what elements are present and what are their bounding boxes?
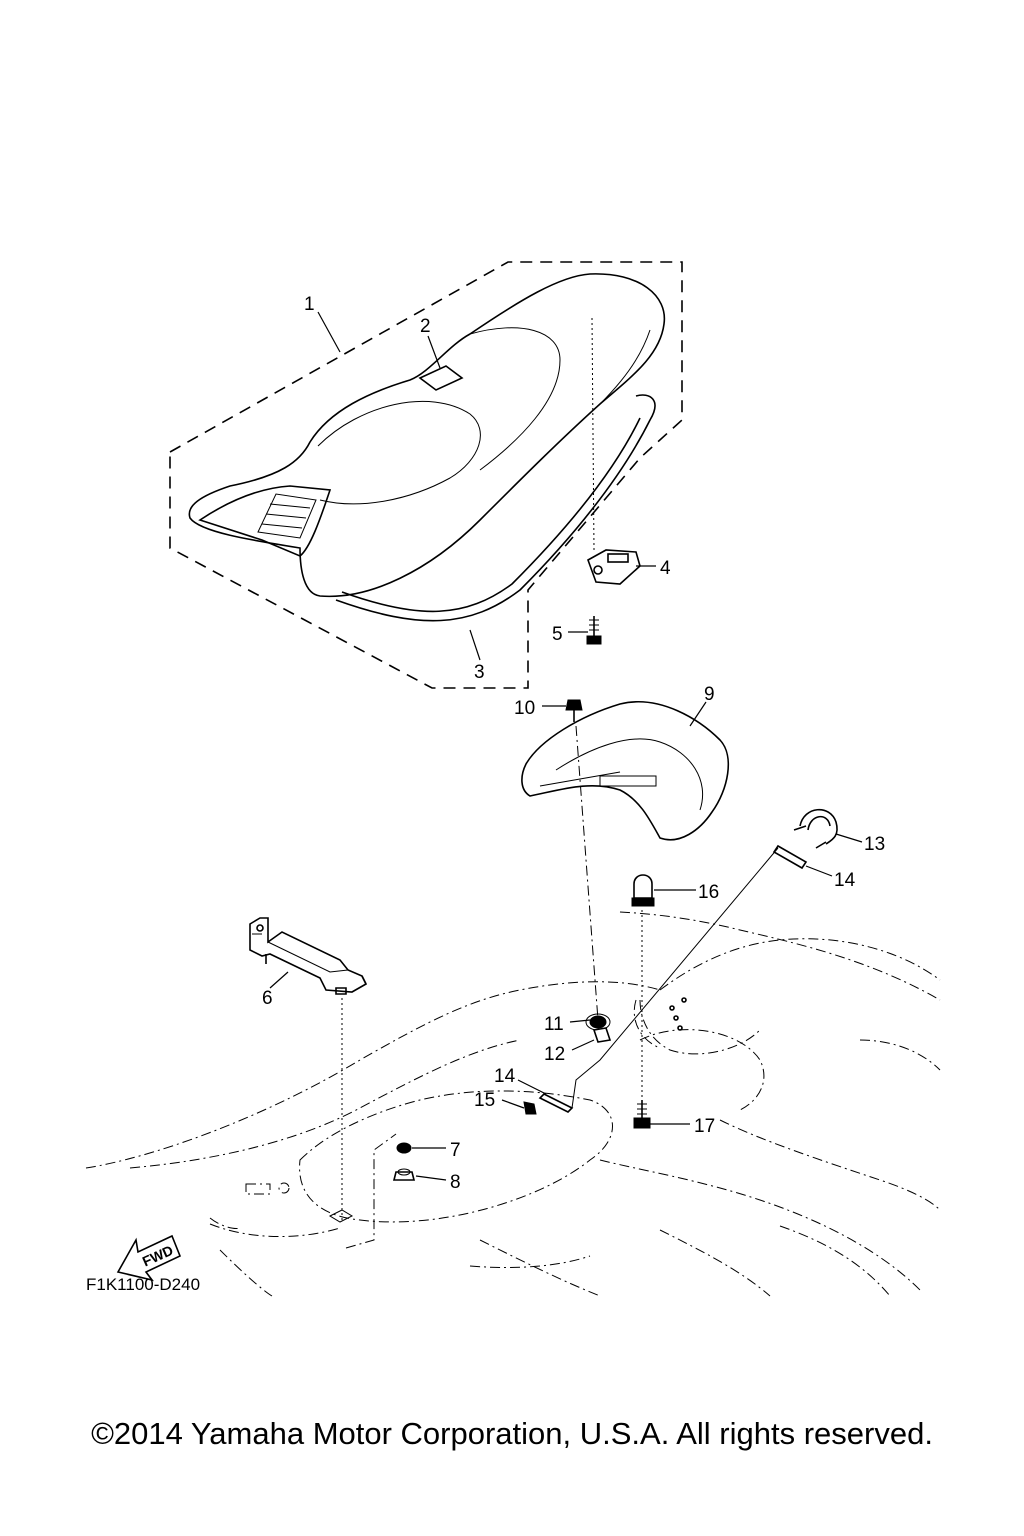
bolt-5 [586,616,602,645]
nut-7 [396,1142,412,1154]
callout-17: 17 [694,1116,715,1137]
u-hook [793,808,838,849]
callout-11: 11 [544,1014,564,1035]
hull-holes [669,997,687,1031]
callout-6: 6 [262,988,273,1009]
nut-8 [392,1168,416,1181]
seat-seal [335,394,656,622]
storage-bin [521,701,730,841]
hull-deck [85,911,941,1297]
seat-assembly-boundary [169,261,683,689]
alignment-line-14 [571,847,779,1109]
callout-4: 4 [660,558,671,579]
callout-14-lower: 14 [494,1066,516,1087]
callout-3: 3 [474,662,485,683]
grommet-11 [585,1013,611,1031]
nut-15 [523,1101,537,1115]
callout-16: 16 [698,882,719,903]
alignment-line-2 [575,725,599,1021]
callout-9: 9 [704,684,715,705]
cap-16 [631,874,655,907]
callout-13: 13 [864,834,885,855]
pin-14-lower [538,1093,574,1113]
callout-5: 5 [552,624,563,645]
bolt-17 [633,1100,651,1129]
nut-12 [592,1027,612,1043]
seat-lock-bracket [587,549,641,585]
seat [188,273,666,598]
callout-14-upper: 14 [834,870,856,891]
callout-8: 8 [450,1172,461,1193]
bolt-10 [565,699,583,722]
callout-1: 1 [304,294,315,315]
pin-14-upper [772,844,808,870]
callout-labels: 1 2 3 4 5 6 7 8 9 10 11 12 13 14 14 15 1… [262,294,885,1193]
copyright-notice: ©2014 Yamaha Motor Corporation, U.S.A. A… [91,1416,933,1451]
callout-7: 7 [450,1140,461,1161]
alignment-line [591,317,595,551]
callout-10: 10 [514,698,535,719]
callout-12: 12 [544,1044,565,1065]
alignment-line-7 [345,1133,397,1249]
bracket-6 [249,917,368,995]
drawing-code: F1K1100-D240 [86,1275,200,1294]
callout-15: 15 [474,1090,495,1111]
fwd-arrow-icon: FWD [116,1234,182,1282]
callout-2: 2 [420,316,431,337]
leader-lines [269,311,863,1181]
